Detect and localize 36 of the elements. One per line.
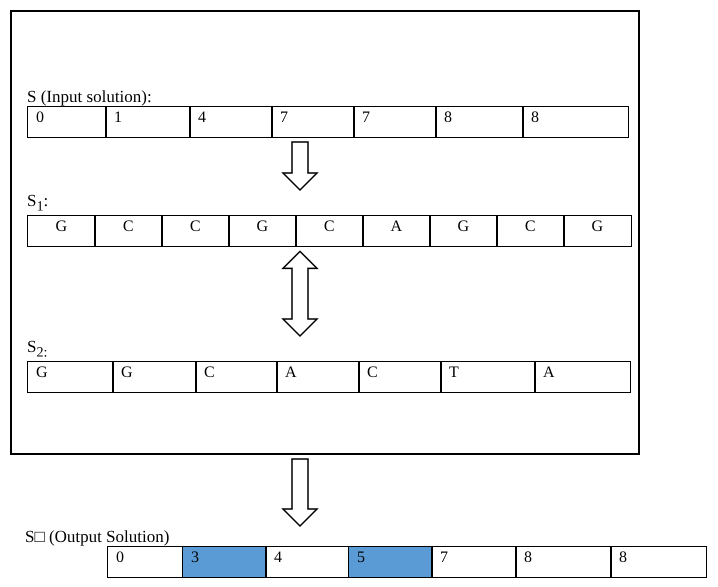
array-cell: 8 xyxy=(522,106,628,138)
array-cell: A xyxy=(362,215,430,248)
array-cell: C xyxy=(195,361,278,394)
array-cell: 3 xyxy=(182,546,266,578)
array-cell: T xyxy=(440,361,536,394)
array-cell: A xyxy=(534,361,630,394)
array-cell: 8 xyxy=(515,546,612,578)
array-cell: A xyxy=(276,361,360,394)
array-cell: G xyxy=(27,215,96,248)
array-cell: G xyxy=(27,361,114,394)
block-arrow xyxy=(281,250,319,338)
row-label: S$_{1}$: xyxy=(27,192,48,216)
array-cell: 7 xyxy=(353,106,436,138)
array-cell: C xyxy=(161,215,230,248)
array-cell: 1 xyxy=(105,106,190,138)
array-cell: 7 xyxy=(431,546,516,578)
array-cell: C xyxy=(496,215,564,248)
row-label: S$_{2:}$ xyxy=(27,338,48,362)
array-cell: G xyxy=(112,361,196,394)
array-cell: C xyxy=(94,215,162,248)
array-cell: G xyxy=(429,215,498,248)
array-cell: 8 xyxy=(435,106,524,138)
array-cell: 8 xyxy=(610,546,706,578)
block-arrow xyxy=(281,141,319,192)
array-cell: 0 xyxy=(27,106,106,138)
array-cell: C xyxy=(295,215,364,248)
frame-box xyxy=(10,10,640,455)
array-cell: G xyxy=(228,215,296,248)
block-arrow xyxy=(281,458,319,528)
row-label: S (Input solution): xyxy=(27,88,152,106)
array-cell: C xyxy=(358,361,442,394)
row-label: S□ (Output Solution) xyxy=(25,528,170,546)
array-cell: 5 xyxy=(348,546,432,578)
array-cell: 7 xyxy=(271,106,354,138)
array-cell: 4 xyxy=(189,106,272,138)
array-cell: G xyxy=(563,215,632,248)
